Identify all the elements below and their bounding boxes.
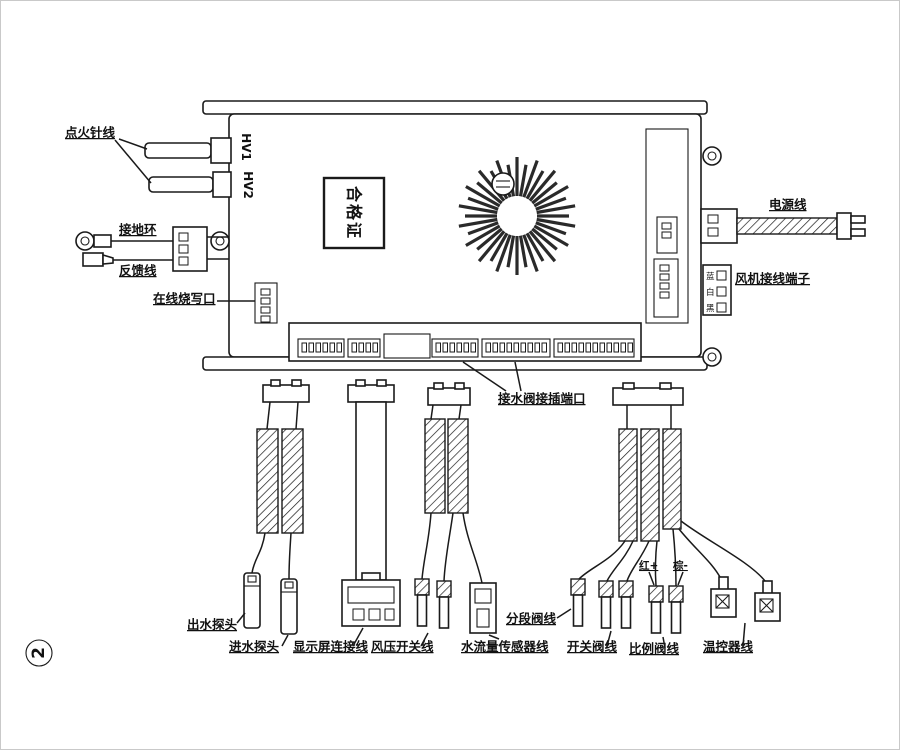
blank-socket <box>383 333 431 359</box>
segment-valve-label: 分段阀线 <box>506 611 557 626</box>
proportional-valve-callout: 比例阀线 <box>629 636 680 656</box>
outlet-probe-label: 出水探头 <box>187 617 238 632</box>
pressure-switch-callout: 风压开关线 <box>371 632 434 654</box>
pin-group-5 <box>557 342 633 353</box>
leader-line <box>514 361 522 392</box>
bottom-connector-strip <box>288 322 642 362</box>
programming-port-label: 在线烧写口 <box>153 291 216 306</box>
screw-right-top <box>702 146 722 166</box>
programming-port-pins <box>260 288 271 323</box>
brown-minus-label: 棕- <box>672 559 688 572</box>
thermostat-label: 温控器线 <box>703 639 754 654</box>
figure-number-text: 2 <box>29 647 49 659</box>
pin-group-4 <box>485 342 547 353</box>
hv2-label: HV2 <box>241 171 255 199</box>
right-connector-pins-a <box>661 222 672 239</box>
figure-number: 2 <box>25 639 53 667</box>
switch-valve-label: 开关阀线 <box>567 639 618 654</box>
leader-line <box>462 361 507 392</box>
fan-pin-color-3: 黑 <box>706 304 715 314</box>
board-right-strip <box>645 128 689 324</box>
pin-group-1 <box>301 342 342 353</box>
fan-fins <box>458 157 576 275</box>
red-plus-callout: 红+ <box>639 559 658 586</box>
pressure-cable <box>414 382 497 634</box>
power-wire-label: 电源线 <box>769 197 807 212</box>
board-side-connector <box>172 226 229 272</box>
heatsink-fan <box>458 157 576 275</box>
feedback-wire-assembly <box>82 252 173 267</box>
power-cable-assembly <box>700 208 866 244</box>
outlet-probe-callout: 出水探头 <box>187 612 246 632</box>
red-plus-label: 红+ <box>639 559 658 572</box>
pressure-switch-label: 风压开关线 <box>371 639 434 654</box>
fan-terminal-label: 风机接线端子 <box>735 271 811 286</box>
ground-ring-assembly <box>75 231 173 251</box>
screw-left <box>210 231 230 251</box>
brown-minus-callout: 棕- <box>672 559 688 586</box>
screw-right-bottom <box>702 347 722 367</box>
ground-ring-label: 接地环 <box>119 222 157 237</box>
inlet-probe-label: 进水探头 <box>229 639 280 654</box>
flow-sensor-connector <box>469 582 497 634</box>
inlet-probe-callout: 进水探头 <box>229 634 289 654</box>
thermostat-callout: 温控器线 <box>703 622 754 654</box>
pin-group-3 <box>435 342 476 353</box>
feedback-wire-label: 反馈线 <box>119 263 157 278</box>
fan-terminal-connector: 蓝 白 黑 <box>702 264 732 316</box>
fan-pin-color-1: 蓝 <box>706 271 715 282</box>
ignition-wire-label: 点火针线 <box>65 125 116 140</box>
fan-pin-color-2: 白 <box>706 287 715 298</box>
certificate-sticker: 合格证 <box>322 176 386 250</box>
ignition-wires <box>114 137 232 198</box>
display-cable <box>341 379 401 627</box>
switch-valve-callout: 开关阀线 <box>567 630 618 654</box>
valve-cable-bundle <box>570 382 781 634</box>
certificate-text: 合格证 <box>345 186 364 240</box>
proportional-valve-label: 比例阀线 <box>629 641 680 656</box>
water-valve-port-label: 接水阀接插端口 <box>498 391 586 406</box>
right-connector-pins-b <box>659 264 670 299</box>
segment-valve-callout: 分段阀线 <box>506 608 572 626</box>
pin-group-2 <box>351 342 378 353</box>
flow-sensor-callout: 水流量传感器线 <box>461 634 549 654</box>
display-wire-callout: 显示屏连接线 <box>293 627 369 654</box>
programming-port-connector <box>254 282 278 324</box>
probe-cable <box>243 379 310 635</box>
hv1-label: HV1 <box>239 133 253 161</box>
flow-sensor-label: 水流量传感器线 <box>461 639 549 654</box>
display-wire-label: 显示屏连接线 <box>293 639 369 654</box>
